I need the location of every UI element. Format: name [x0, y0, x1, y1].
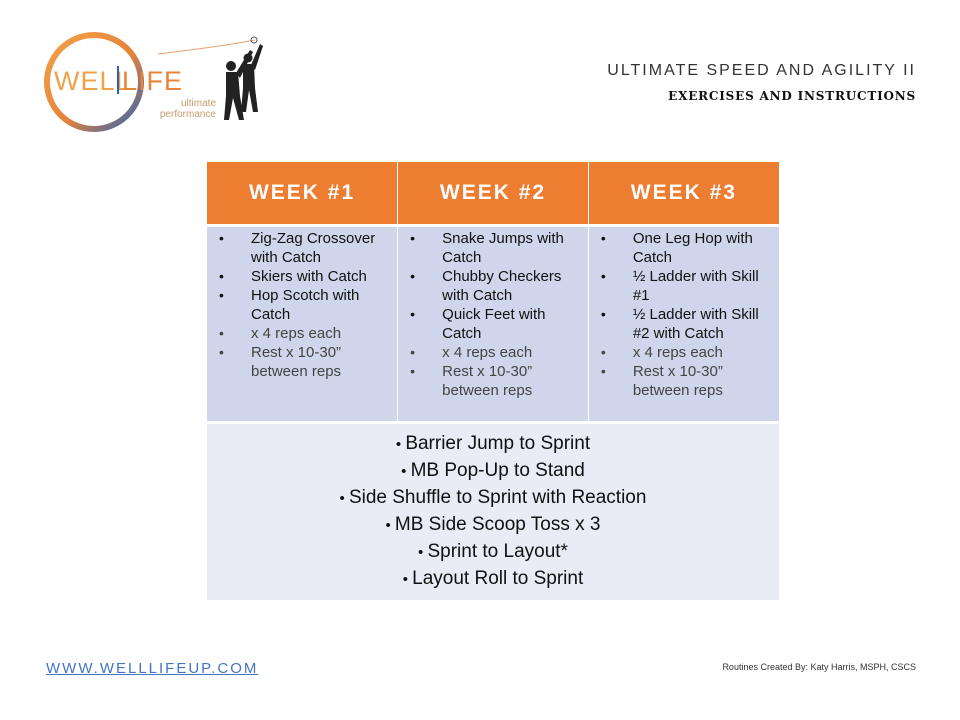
- exercise-item: Chubby Checkers with Catch: [402, 267, 586, 305]
- document-title: ULTIMATE SPEED AND AGILITY II: [607, 62, 916, 79]
- drill-item: MB Side Scoop Toss x 3: [207, 512, 779, 539]
- players-silhouette-icon: [224, 44, 263, 120]
- logo-ring: [44, 32, 144, 132]
- drills-list: Barrier Jump to SprintMB Pop-Up to Stand…: [207, 431, 779, 593]
- logo-brand-right: LIFE: [122, 66, 183, 96]
- exercise-item: Quick Feet with Catch: [402, 305, 586, 343]
- exercise-item: Rest x 10-30” between reps: [593, 362, 777, 400]
- exercise-item: One Leg Hop with Catch: [593, 229, 777, 267]
- week-3-header: WEEK #3: [588, 162, 779, 227]
- exercise-item: Skiers with Catch: [211, 267, 395, 286]
- exercise-item: ½ Ladder with Skill #1: [593, 267, 777, 305]
- logo-graphic: WELL LIFE ultimate performance: [44, 32, 263, 132]
- logo-tagline-2: performance: [160, 109, 217, 120]
- drills-cell: Barrier Jump to SprintMB Pop-Up to Stand…: [207, 421, 779, 600]
- week-2-cell: Snake Jumps with CatchChubby Checkers wi…: [397, 225, 589, 423]
- drill-item: Layout Roll to Sprint: [207, 566, 779, 593]
- week-1-header: WEEK #1: [207, 162, 399, 227]
- exercise-item: x 4 reps each: [211, 324, 395, 343]
- logo-tagline-1: ultimate: [181, 98, 216, 109]
- drill-item: Barrier Jump to Sprint: [207, 431, 779, 458]
- exercise-item: Rest x 10-30” between reps: [211, 343, 395, 381]
- website-link[interactable]: WWW.WELLLIFEUP.COM: [46, 660, 259, 677]
- week-1-exercise-list: Zig-Zag Crossover with CatchSkiers with …: [211, 229, 395, 381]
- exercise-item: Rest x 10-30” between reps: [402, 362, 586, 400]
- exercise-item: ½ Ladder with Skill #2 with Catch: [593, 305, 777, 343]
- exercise-item: x 4 reps each: [402, 343, 586, 362]
- week-2-exercise-list: Snake Jumps with CatchChubby Checkers wi…: [402, 229, 586, 400]
- welllife-logo: WELL LIFE ultimate performance: [40, 28, 270, 136]
- week-3-exercise-list: One Leg Hop with Catch½ Ladder with Skil…: [593, 229, 777, 400]
- drills-row: Barrier Jump to SprintMB Pop-Up to Stand…: [207, 421, 779, 600]
- author-credit: Routines Created By: Katy Harris, MSPH, …: [722, 662, 916, 672]
- document-subtitle: EXERCISES AND INSTRUCTIONS: [668, 89, 916, 103]
- week-1-cell: Zig-Zag Crossover with CatchSkiers with …: [207, 225, 399, 423]
- exercise-item: Snake Jumps with Catch: [402, 229, 586, 267]
- exercise-item: x 4 reps each: [593, 343, 777, 362]
- table-header-row: WEEK #1 WEEK #2 WEEK #3: [207, 162, 779, 227]
- weeks-exercise-row: Zig-Zag Crossover with CatchSkiers with …: [207, 225, 779, 423]
- week-3-cell: One Leg Hop with Catch½ Ladder with Skil…: [588, 225, 779, 423]
- weekly-schedule-table: WEEK #1 WEEK #2 WEEK #3 Zig-Zag Crossove…: [207, 162, 779, 600]
- week-2-header: WEEK #2: [397, 162, 589, 227]
- logo-brand-left: WELL: [54, 66, 132, 96]
- drill-item: Side Shuffle to Sprint with Reaction: [207, 485, 779, 512]
- exercise-item: Hop Scotch with Catch: [211, 286, 395, 324]
- exercise-item: Zig-Zag Crossover with Catch: [211, 229, 395, 267]
- drill-item: Sprint to Layout*: [207, 539, 779, 566]
- drill-item: MB Pop-Up to Stand: [207, 458, 779, 485]
